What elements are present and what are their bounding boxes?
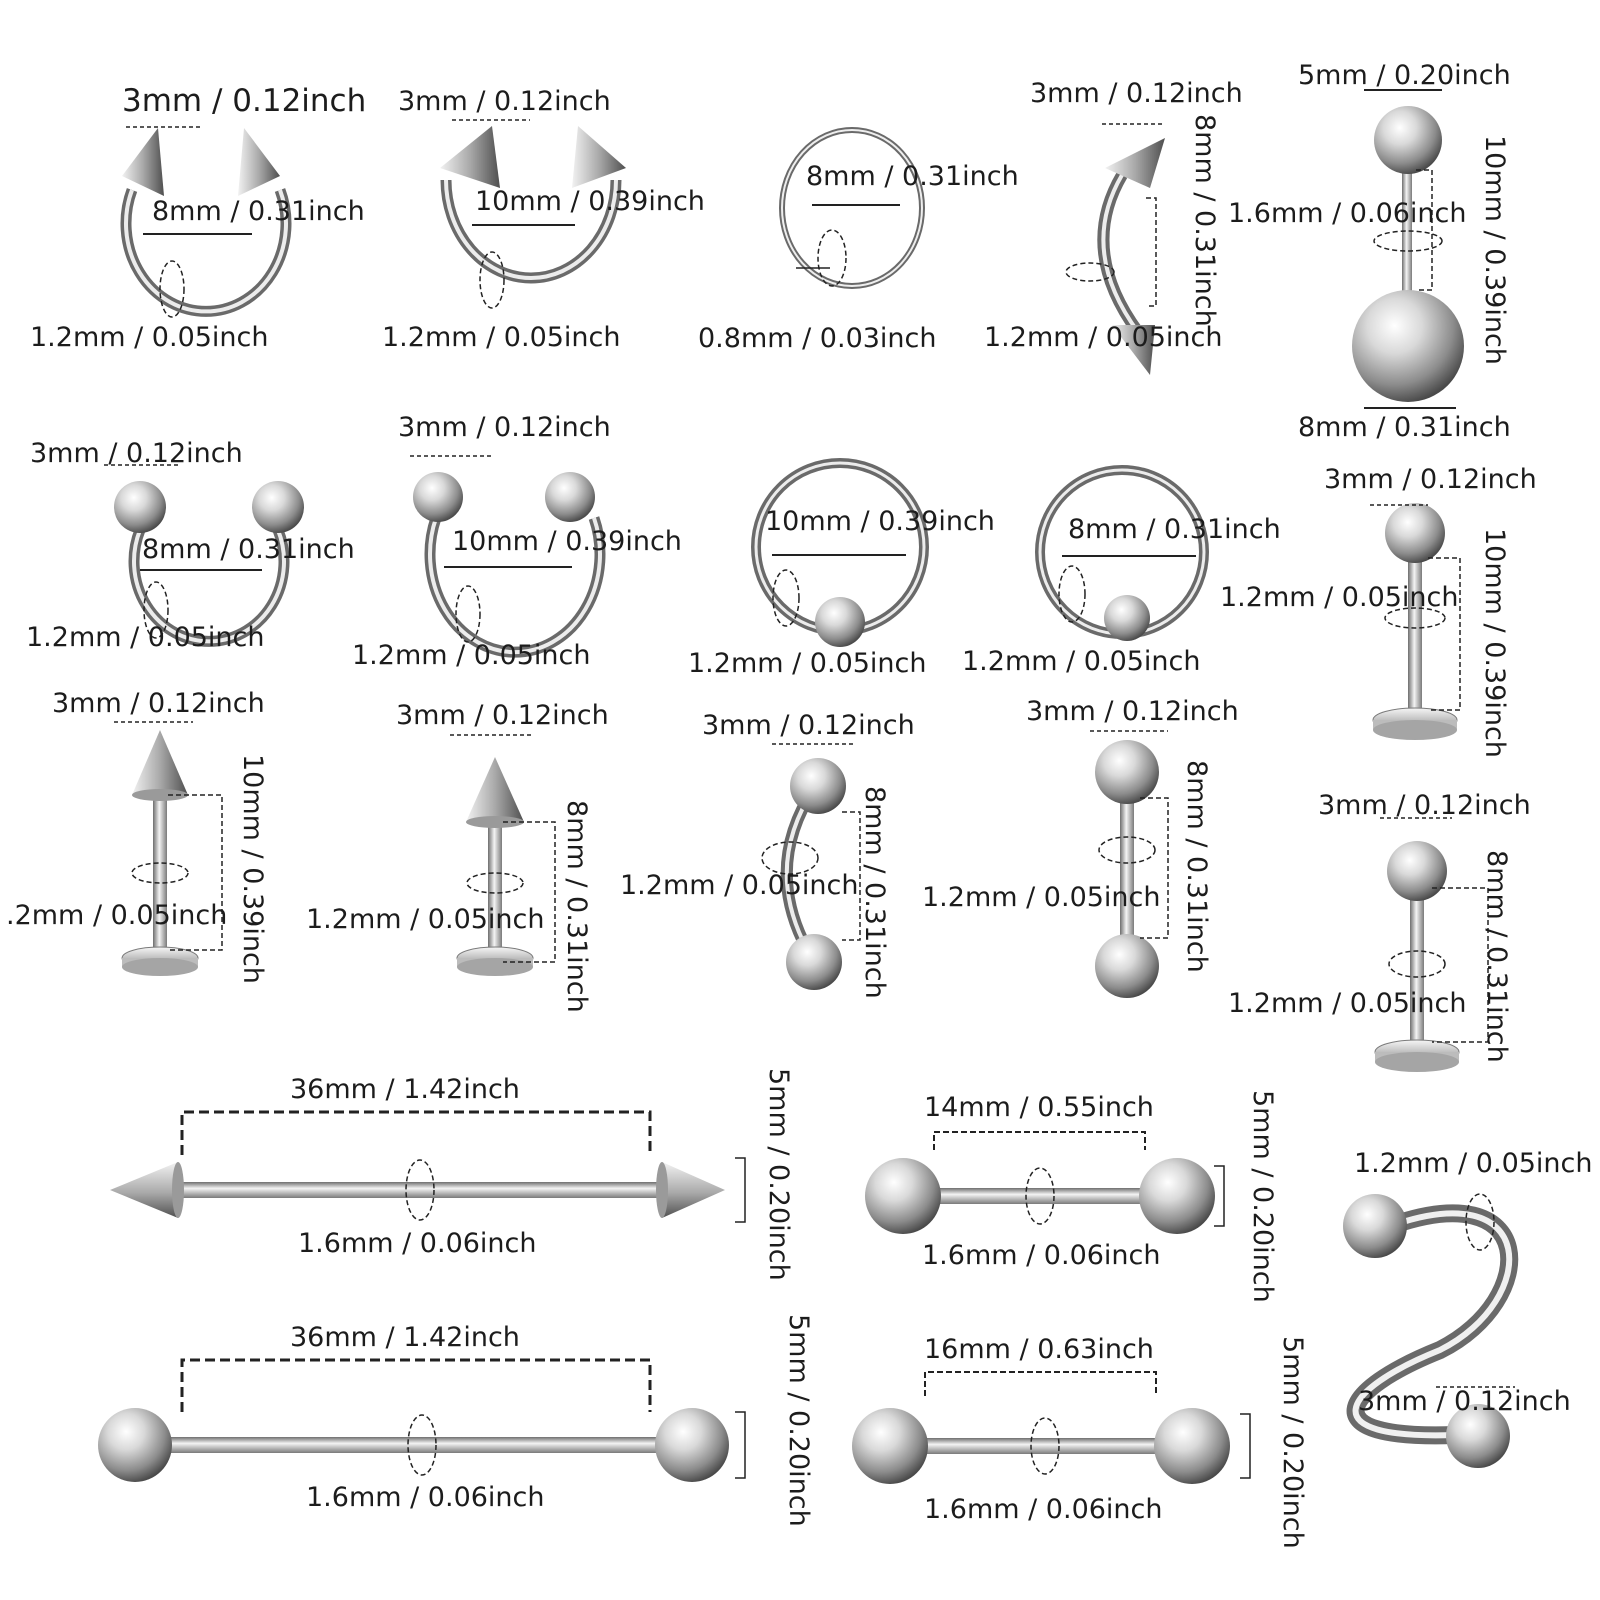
label-ball-size: 5mm / 0.20inch xyxy=(1247,1090,1278,1303)
label-gauge: 1.2mm / 0.05inch xyxy=(962,646,1201,677)
label-length: 14mm / 0.55inch xyxy=(924,1092,1154,1123)
label-ball-size: 3mm / 0.12inch xyxy=(702,710,915,741)
label-gauge: 1.6mm / 0.06inch xyxy=(922,1240,1161,1271)
label-length: 10mm / 0.39inch xyxy=(1479,528,1510,758)
ball-straight-barbell xyxy=(1090,730,1169,998)
captive-bead-ring-10mm xyxy=(751,458,929,647)
label-bottom-ball-size: 8mm / 0.31inch xyxy=(1298,412,1511,443)
label-length: 8mm / 0.31inch xyxy=(859,786,890,999)
label-ball-size: 3mm / 0.12inch xyxy=(52,688,265,719)
label-gauge: 1.2mm / 0.05inch xyxy=(688,648,927,679)
label-gauge: 1.2mm / 0.05inch xyxy=(26,622,265,653)
label-ball-size: 5mm / 0.20inch xyxy=(783,1314,814,1527)
label-gauge: 0.8mm / 0.03inch xyxy=(698,323,937,354)
spike-labret-10mm xyxy=(114,721,223,976)
label-ball-size: 5mm / 0.20inch xyxy=(763,1068,794,1281)
label-gauge: 1.2mm / 0.05inch xyxy=(1220,582,1459,613)
spike-industrial-barbell xyxy=(110,1110,746,1223)
label-length: 10mm / 0.39inch xyxy=(1479,135,1510,365)
ball-labret-10mm xyxy=(1370,503,1461,740)
label-gauge: 1.2mm / 0.05inch xyxy=(352,640,591,671)
label-gauge: 1.2mm / 0.05inch xyxy=(1228,988,1467,1019)
label-ball-size: 3mm / 0.12inch xyxy=(1318,790,1531,821)
label-ball-size: 5mm / 0.20inch xyxy=(1277,1336,1308,1549)
tongue-barbell-16mm xyxy=(852,1371,1251,1484)
label-gauge: 1.6mm / 0.06inch xyxy=(298,1228,537,1259)
spike-horseshoe-8mm xyxy=(120,126,292,318)
label-gauge: 1.6mm / 0.06inch xyxy=(1228,198,1467,229)
tongue-barbell-14mm xyxy=(865,1131,1225,1234)
spike-curved-barbell xyxy=(1065,123,1165,375)
spike-labret-8mm xyxy=(450,734,556,976)
label-length: 10mm / 0.39inch xyxy=(237,754,268,984)
label-ball-size: 3mm / 0.12inch xyxy=(398,412,611,443)
label-diameter: 8mm / 0.31inch xyxy=(152,196,365,227)
label-length: 8mm / 0.31inch xyxy=(1481,850,1512,1063)
label-ball-size: 3mm / 0.12inch xyxy=(122,83,367,119)
label-gauge: .2mm / 0.05inch xyxy=(6,900,228,931)
ball-labret-8mm xyxy=(1374,817,1489,1072)
label-length: 16mm / 0.63inch xyxy=(924,1334,1154,1365)
captive-bead-ring-8mm xyxy=(1035,465,1209,641)
label-diameter: 10mm / 0.39inch xyxy=(475,186,705,217)
label-gauge: 1.2mm / 0.05inch xyxy=(922,882,1161,913)
label-ball-size: 3mm / 0.12inch xyxy=(1358,1386,1571,1417)
label-gauge: 1.2mm / 0.05inch xyxy=(382,322,621,353)
seamless-ring xyxy=(779,127,925,289)
label-gauge: 1.2mm / 0.05inch xyxy=(984,322,1223,353)
belly-button-ring xyxy=(1352,89,1464,409)
ball-horseshoe-8mm xyxy=(104,464,304,647)
label-gauge: 1.6mm / 0.06inch xyxy=(924,1494,1163,1525)
label-diameter: 8mm / 0.31inch xyxy=(1068,514,1281,545)
label-diameter: 10mm / 0.39inch xyxy=(452,526,682,557)
label-gauge: 1.2mm / 0.05inch xyxy=(1354,1148,1593,1179)
ball-horseshoe-10mm xyxy=(410,455,606,658)
label-diameter: 10mm / 0.39inch xyxy=(765,506,995,537)
label-diameter: 8mm / 0.31inch xyxy=(806,161,1019,192)
ball-curved-barbell xyxy=(761,743,861,990)
label-ball-size: 3mm / 0.12inch xyxy=(396,700,609,731)
label-length: 36mm / 1.42inch xyxy=(290,1322,520,1353)
label-gauge: 1.2mm / 0.05inch xyxy=(306,904,545,935)
label-top-ball-size: 5mm / 0.20inch xyxy=(1298,60,1511,91)
ball-industrial-barbell xyxy=(98,1358,746,1482)
label-ball-size: 3mm / 0.12inch xyxy=(398,86,611,117)
spiral-twister xyxy=(1343,1193,1519,1468)
label-ball-size: 3mm / 0.12inch xyxy=(1324,464,1537,495)
label-length: 8mm / 0.31inch xyxy=(1181,760,1212,973)
label-length: 8mm / 0.31inch xyxy=(1189,114,1220,327)
label-ball-size: 3mm / 0.12inch xyxy=(30,438,243,469)
label-gauge: 1.2mm / 0.05inch xyxy=(620,870,859,901)
label-ball-size: 3mm / 0.12inch xyxy=(1026,696,1239,727)
label-gauge: 1.2mm / 0.05inch xyxy=(30,322,269,353)
label-gauge: 1.6mm / 0.06inch xyxy=(306,1482,545,1513)
label-length: 8mm / 0.31inch xyxy=(561,800,592,1013)
label-length: 36mm / 1.42inch xyxy=(290,1074,520,1105)
spike-horseshoe-10mm xyxy=(440,119,626,309)
label-ball-size: 3mm / 0.12inch xyxy=(1030,78,1243,109)
label-diameter: 8mm / 0.31inch xyxy=(142,534,355,565)
